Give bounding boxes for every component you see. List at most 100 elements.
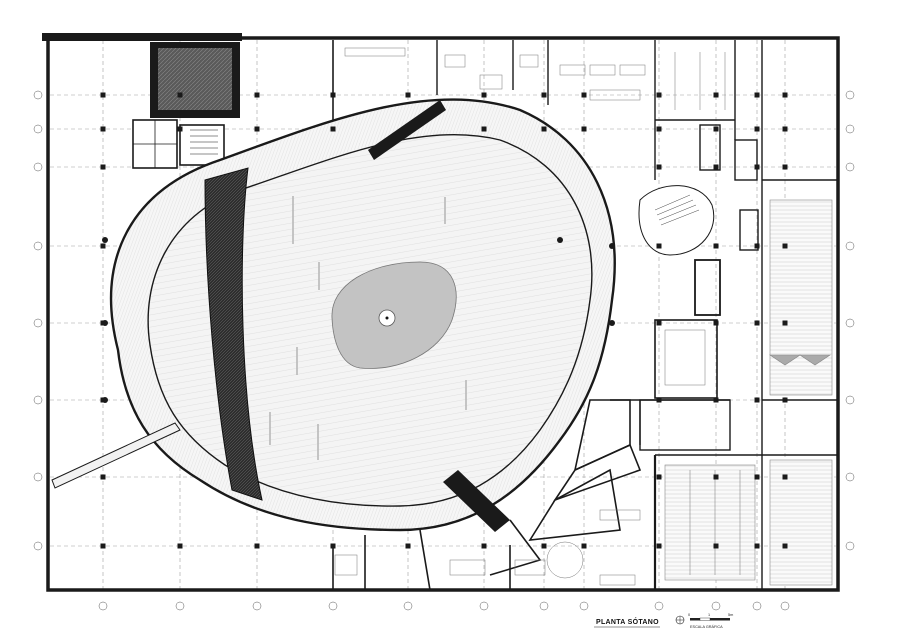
scale-tick-1: 1 — [708, 613, 710, 617]
axis-bubble — [752, 601, 762, 611]
axis-bubble — [33, 541, 43, 551]
furniture — [334, 47, 706, 586]
axis-bubble — [33, 241, 43, 251]
column — [713, 474, 719, 480]
column — [713, 126, 719, 132]
column — [754, 164, 760, 170]
column — [330, 126, 336, 132]
column — [581, 543, 587, 549]
column — [656, 543, 662, 549]
column — [782, 243, 788, 249]
scale-bar: 0 1 5m ESCALA GRÁFICA — [675, 613, 733, 629]
column — [754, 397, 760, 403]
column — [254, 126, 260, 132]
axis-bubble — [33, 472, 43, 482]
column — [713, 243, 719, 249]
axis-bubble — [579, 601, 589, 611]
column — [254, 92, 260, 98]
column — [100, 543, 106, 549]
parking-area — [664, 52, 833, 586]
service-core-left — [132, 119, 225, 169]
column — [330, 92, 336, 98]
scale-tick-5m: 5m — [728, 613, 733, 617]
spiral-ramp — [638, 185, 715, 256]
column — [754, 92, 760, 98]
column — [100, 474, 106, 480]
column — [541, 92, 547, 98]
column — [713, 320, 719, 326]
column — [254, 543, 260, 549]
column — [782, 474, 788, 480]
axis-bubble — [845, 318, 855, 328]
column — [656, 474, 662, 480]
axis-bubble — [33, 162, 43, 172]
round-column — [557, 237, 563, 243]
round-column — [102, 237, 108, 243]
axis-bubble — [33, 124, 43, 134]
axis-bubble — [33, 90, 43, 100]
column — [541, 543, 547, 549]
axis-bubble — [98, 601, 108, 611]
column — [330, 543, 336, 549]
drawing-title: PLANTA SÓTANO — [596, 617, 659, 626]
grid-axis-bubbles — [33, 90, 855, 611]
axis-bubble — [33, 395, 43, 405]
round-column — [102, 320, 108, 326]
column — [100, 164, 106, 170]
column — [754, 126, 760, 132]
axis-bubble — [328, 601, 338, 611]
column — [754, 474, 760, 480]
title-block: PLANTA SÓTANO 0 1 5m ESCALA GRÁFICA — [594, 613, 733, 629]
column — [656, 126, 662, 132]
axis-bubble — [845, 472, 855, 482]
column — [754, 243, 760, 249]
column — [713, 543, 719, 549]
column — [656, 92, 662, 98]
column — [713, 92, 719, 98]
column — [656, 320, 662, 326]
column — [782, 164, 788, 170]
column — [754, 543, 760, 549]
stair-shaft-top — [150, 42, 240, 118]
radial-offices — [364, 399, 642, 591]
column — [782, 320, 788, 326]
column — [481, 543, 487, 549]
axis-bubble — [654, 601, 664, 611]
column — [481, 92, 487, 98]
column — [405, 126, 411, 132]
axis-bubble — [845, 124, 855, 134]
column — [656, 397, 662, 403]
column — [754, 320, 760, 326]
round-column — [609, 243, 615, 249]
column — [100, 92, 106, 98]
column — [100, 126, 106, 132]
axis-bubble — [711, 601, 721, 611]
column — [782, 397, 788, 403]
axis-bubble — [845, 541, 855, 551]
axis-bubble — [845, 241, 855, 251]
column — [782, 126, 788, 132]
column — [782, 92, 788, 98]
scale-label: ESCALA GRÁFICA — [690, 625, 723, 629]
column — [405, 92, 411, 98]
column — [177, 543, 183, 549]
column — [656, 243, 662, 249]
central-hall — [51, 98, 616, 532]
column — [656, 164, 662, 170]
column — [713, 397, 719, 403]
column — [581, 126, 587, 132]
structural-columns — [100, 92, 788, 549]
column — [581, 92, 587, 98]
axis-bubble — [33, 318, 43, 328]
column — [177, 126, 183, 132]
axis-bubble — [175, 601, 185, 611]
axis-bubble — [845, 162, 855, 172]
column — [100, 243, 106, 249]
column — [541, 126, 547, 132]
round-column — [102, 397, 108, 403]
round-column — [609, 320, 615, 326]
column — [177, 92, 183, 98]
axis-bubble — [845, 395, 855, 405]
column — [713, 164, 719, 170]
